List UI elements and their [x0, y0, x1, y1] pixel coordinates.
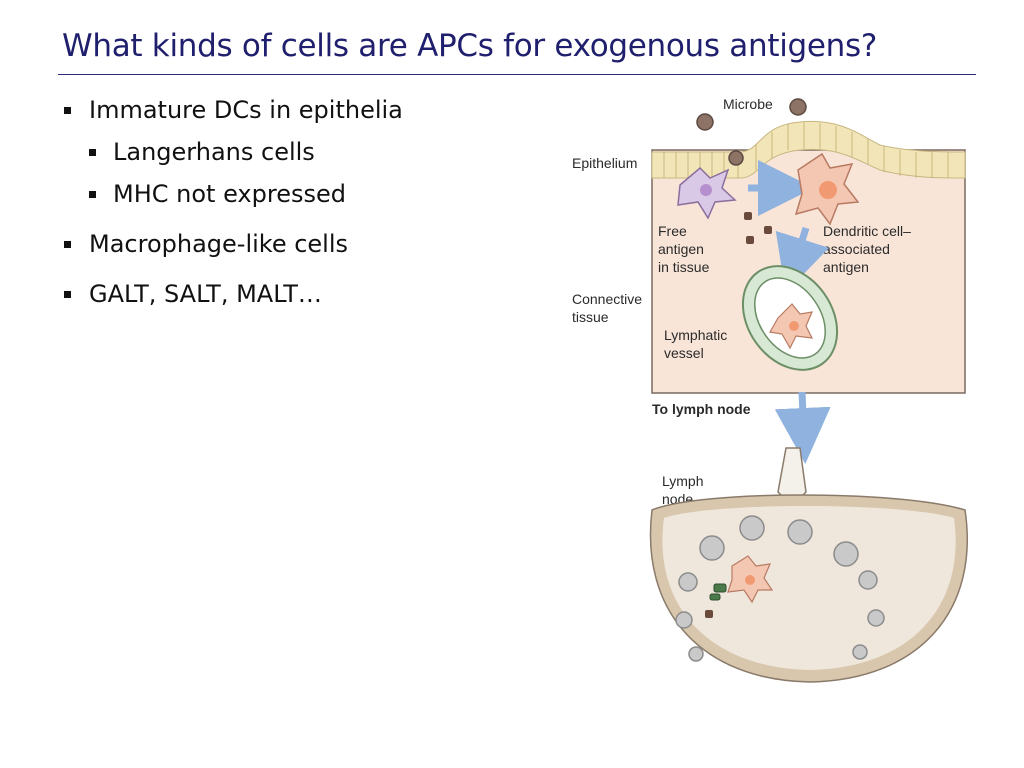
label-lymphatic-vessel: Lymphatic vessel: [664, 327, 731, 361]
arrow-to-lymphatic: [775, 226, 830, 293]
immature-dc-nucleus: [700, 184, 712, 196]
bullet-list: Immature DCs in epithelia Langerhans cel…: [62, 88, 522, 310]
free-antigen-icon: [744, 212, 772, 244]
lymphoid-follicles: [675, 515, 885, 662]
lymph-node-antigen-icon: [705, 610, 713, 618]
bullet-macrophage: Macrophage-like cells: [62, 228, 522, 260]
label-connective-tissue: Connective tissue: [572, 291, 646, 325]
slide-title: What kinds of cells are APCs for exogeno…: [62, 28, 878, 64]
bullet-galt: GALT, SALT, MALT…: [62, 278, 522, 310]
title-divider: [58, 74, 976, 75]
dc-migration-diagram: Microbe Free antigen in tissue Dendritic…: [560, 90, 980, 690]
arrow-to-lymph-node: [774, 391, 831, 464]
diagram-svg: Microbe Free antigen in tissue Dendritic…: [572, 96, 969, 683]
t-cell-receptor-icon: [709, 583, 727, 601]
microbe-icon: [696, 98, 807, 166]
bullet-immature-dcs: Immature DCs in epithelia: [62, 94, 522, 126]
label-free-antigen: Free antigen in tissue: [658, 223, 710, 275]
dc-nucleus: [819, 181, 837, 199]
label-epithelium: Epithelium: [572, 155, 637, 171]
subbullet-mhc: MHC not expressed: [62, 178, 522, 210]
label-microbe: Microbe: [723, 96, 773, 112]
label-dc-antigen: Dendritic cell– associated antigen: [823, 223, 915, 275]
lymph-node-dc-nucleus: [745, 575, 755, 585]
label-to-lymph-node: To lymph node: [652, 401, 751, 417]
epithelium-band: [651, 120, 966, 179]
lymph-node-inner: [662, 506, 956, 670]
lymphatic-vessel: [741, 265, 839, 371]
subbullet-langerhans: Langerhans cells: [62, 136, 522, 168]
